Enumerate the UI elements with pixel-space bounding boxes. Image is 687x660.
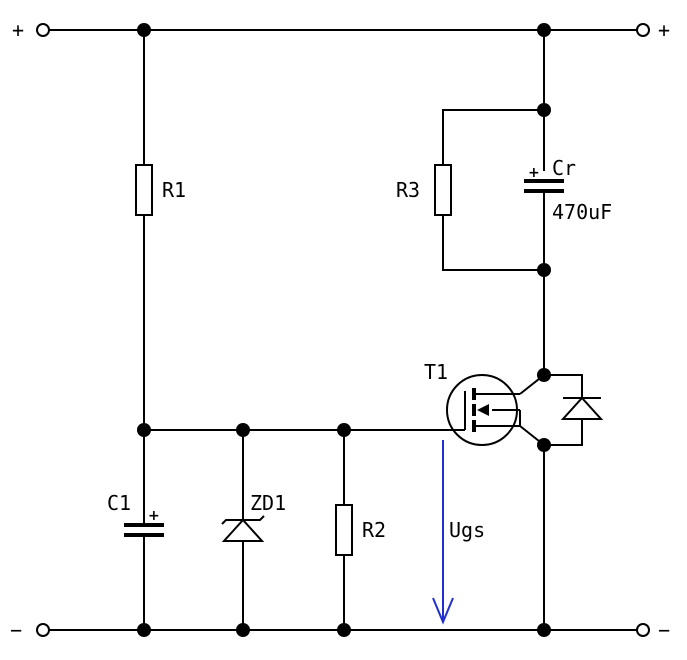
cr-label: Cr (552, 156, 576, 180)
junction-dot (537, 438, 551, 452)
r3-label: R3 (396, 178, 420, 202)
ugs-label: Ugs (449, 518, 485, 542)
ugs-arrow: Ugs (432, 440, 485, 625)
zener-diode-zd1: ZD1 (221, 430, 286, 630)
junction-dot (537, 623, 551, 637)
body-diode (544, 374, 604, 446)
r2-label: R2 (362, 518, 386, 542)
junction-dot (537, 368, 551, 382)
resistor-r3: R3 (396, 109, 544, 271)
junction-dots (137, 23, 551, 637)
junction-dot (337, 423, 351, 437)
junction-dot (137, 623, 151, 637)
mosfet-t1: T1 (424, 360, 545, 446)
terminal-top-right: + (636, 18, 670, 42)
junction-dot (537, 103, 551, 117)
capacitor-cr: + Cr 470uF (524, 156, 612, 224)
resistor-r2: R2 (335, 430, 386, 630)
cr-polarity: + (528, 165, 540, 181)
capacitor-c1: + C1 (107, 430, 164, 630)
terminal-top-left-sign: + (12, 18, 24, 42)
junction-dot (537, 23, 551, 37)
c1-polarity: + (148, 508, 160, 524)
junction-dot (337, 623, 351, 637)
resistor-r1: R1 (135, 164, 186, 216)
t1-label: T1 (424, 360, 448, 384)
terminal-bottom-right-sign: − (658, 618, 670, 642)
r1-label: R1 (162, 178, 186, 202)
terminal-bottom-left-sign: − (10, 618, 22, 642)
cr-value: 470uF (552, 200, 612, 224)
junction-dot (236, 623, 250, 637)
terminal-top-left: + (12, 18, 50, 42)
junction-dot (137, 23, 151, 37)
junction-dot (537, 263, 551, 277)
zd1-label: ZD1 (250, 491, 286, 515)
junction-dot (236, 423, 250, 437)
terminal-bottom-left: − (10, 618, 50, 642)
terminal-bottom-right: − (636, 618, 670, 642)
c1-label: C1 (107, 491, 131, 515)
terminal-top-right-sign: + (658, 18, 670, 42)
junction-dot (137, 423, 151, 437)
